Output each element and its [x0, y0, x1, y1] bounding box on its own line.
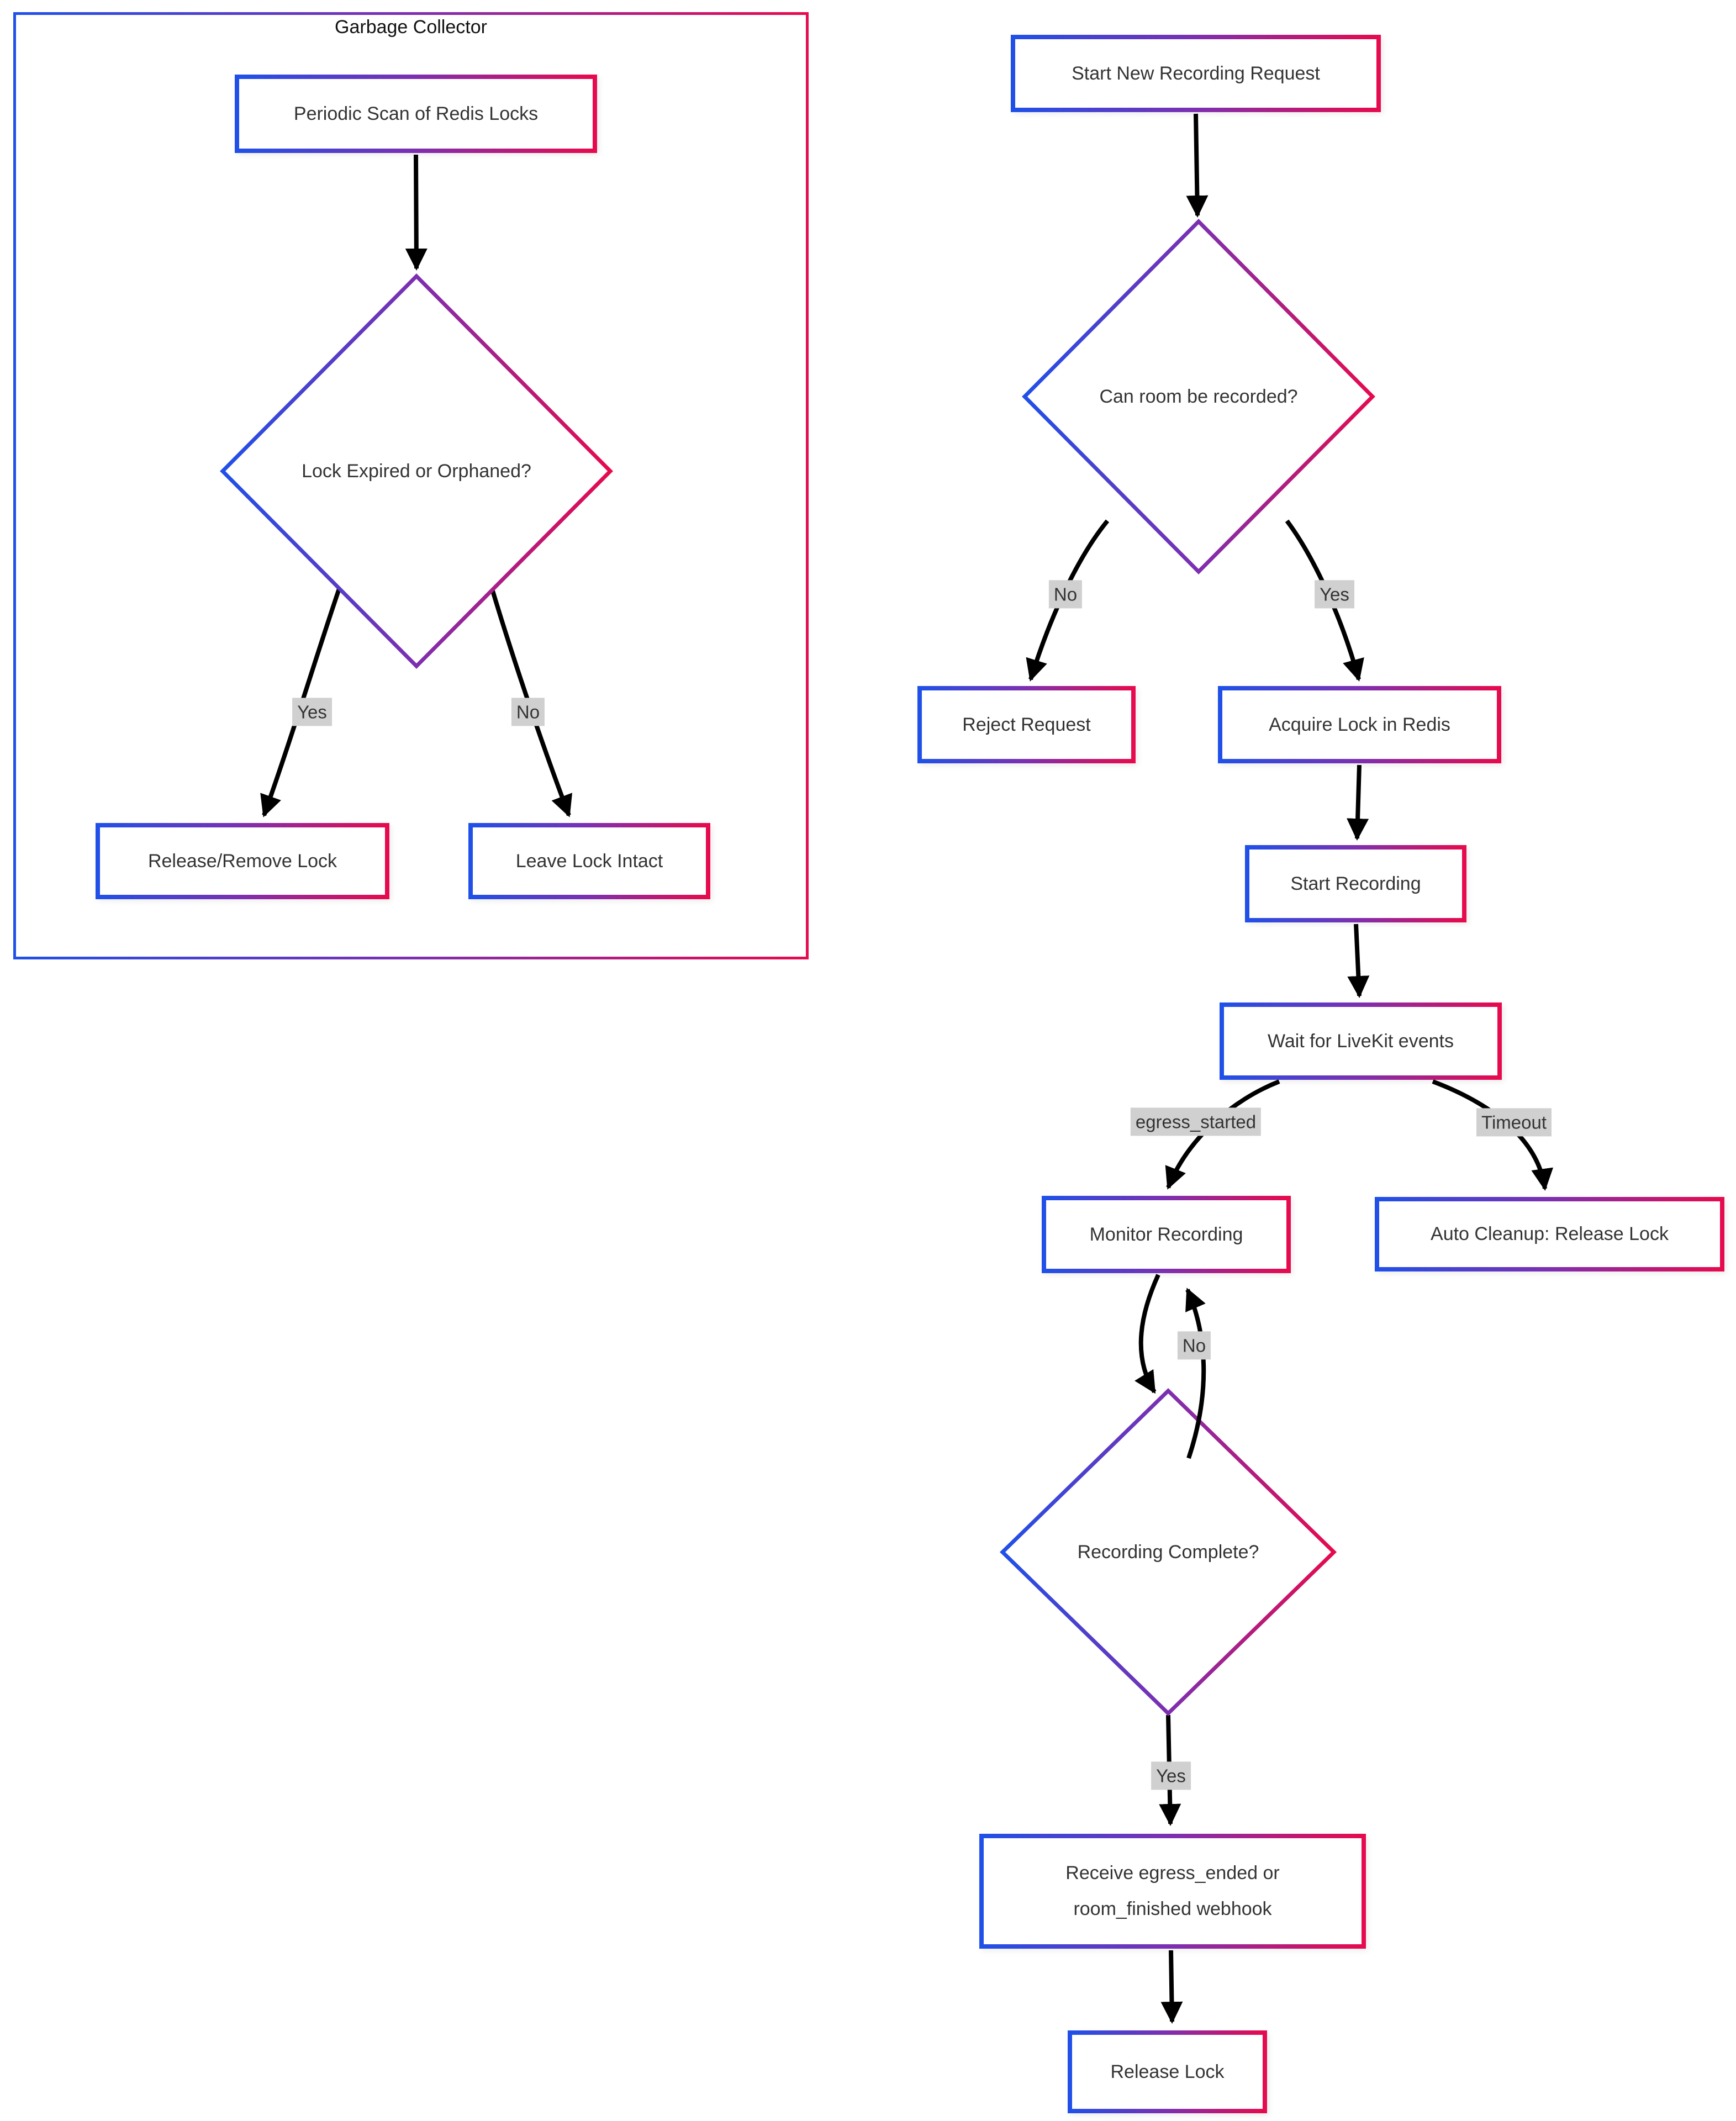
node-wait-for-livekit-events: Wait for LiveKit events — [1220, 1003, 1502, 1080]
diamond-lock-expired — [220, 273, 613, 669]
subgraph-title: Garbage Collector — [335, 17, 487, 38]
node-monitor-recording-label: Monitor Recording — [1089, 1223, 1243, 1245]
diamond-lock-expired-text: Lock Expired or Orphaned? — [302, 460, 531, 482]
node-leave-lock-intact: Leave Lock Intact — [468, 823, 710, 899]
edge-start-to-canrecord — [1186, 113, 1209, 218]
diamond-lock-expired-label: Lock Expired or Orphaned? — [217, 271, 616, 672]
diamond-recording-complete-label: Recording Complete? — [997, 1385, 1339, 1719]
edge-label-timeout: Timeout — [1476, 1108, 1552, 1137]
node-start-recording: Start Recording — [1245, 845, 1466, 922]
edge-label-complete-yes: Yes — [1151, 1761, 1191, 1790]
node-release-lock: Release Lock — [1068, 2030, 1267, 2113]
node-start-new-recording-request: Start New Recording Request — [1011, 35, 1381, 112]
node-periodic-scan-label: Periodic Scan of Redis Locks — [293, 103, 539, 124]
node-start-recording-label: Start Recording — [1290, 873, 1421, 894]
node-wait-for-livekit-events-label: Wait for LiveKit events — [1268, 1030, 1454, 1052]
edge-label-can-yes: Yes — [1315, 580, 1354, 609]
edge-webhook-to-release — [1160, 1950, 1183, 2024]
node-acquire-lock-in-redis-label: Acquire Lock in Redis — [1269, 714, 1450, 735]
edge-monitor-to-complete — [1135, 1274, 1160, 1394]
node-auto-cleanup-release-lock-label: Auto Cleanup: Release Lock — [1431, 1223, 1669, 1244]
edge-label-loop-no: No — [1177, 1331, 1211, 1360]
diamond-can-record-text: Can room be recorded? — [1099, 386, 1298, 407]
edge-label-egress-started: egress_started — [1130, 1107, 1262, 1136]
diamond-recording-complete — [999, 1388, 1337, 1716]
diamond-recording-complete-text: Recording Complete? — [1077, 1541, 1259, 1563]
node-leave-lock-intact-label: Leave Lock Intact — [515, 850, 663, 872]
edge-acquire-to-startrec — [1347, 764, 1369, 841]
node-acquire-lock-in-redis: Acquire Lock in Redis — [1218, 686, 1501, 763]
node-receive-webhook: Receive egress_ended or room_finished we… — [979, 1834, 1366, 1949]
edge-label-gc-yes: Yes — [292, 698, 332, 726]
diamond-can-record — [1022, 219, 1375, 574]
node-monitor-recording: Monitor Recording — [1042, 1196, 1291, 1273]
node-release-lock-label: Release Lock — [1110, 2061, 1225, 2082]
node-receive-webhook-label: Receive egress_ended or room_finished we… — [1065, 1863, 1280, 1919]
node-release-remove-lock: Release/Remove Lock — [96, 823, 389, 899]
edge-label-gc-no: No — [511, 698, 545, 726]
edge-label-can-no: No — [1048, 580, 1083, 609]
node-reject-request-label: Reject Request — [962, 714, 1091, 735]
node-release-remove-lock-label: Release/Remove Lock — [147, 850, 337, 872]
node-periodic-scan: Periodic Scan of Redis Locks — [235, 75, 597, 153]
node-start-new-recording-request-label: Start New Recording Request — [1072, 62, 1320, 84]
node-reject-request: Reject Request — [917, 686, 1136, 763]
node-auto-cleanup-release-lock: Auto Cleanup: Release Lock — [1375, 1197, 1724, 1271]
diamond-can-record-label: Can room be recorded? — [1019, 216, 1378, 577]
edge-startrec-to-wait — [1347, 924, 1370, 998]
